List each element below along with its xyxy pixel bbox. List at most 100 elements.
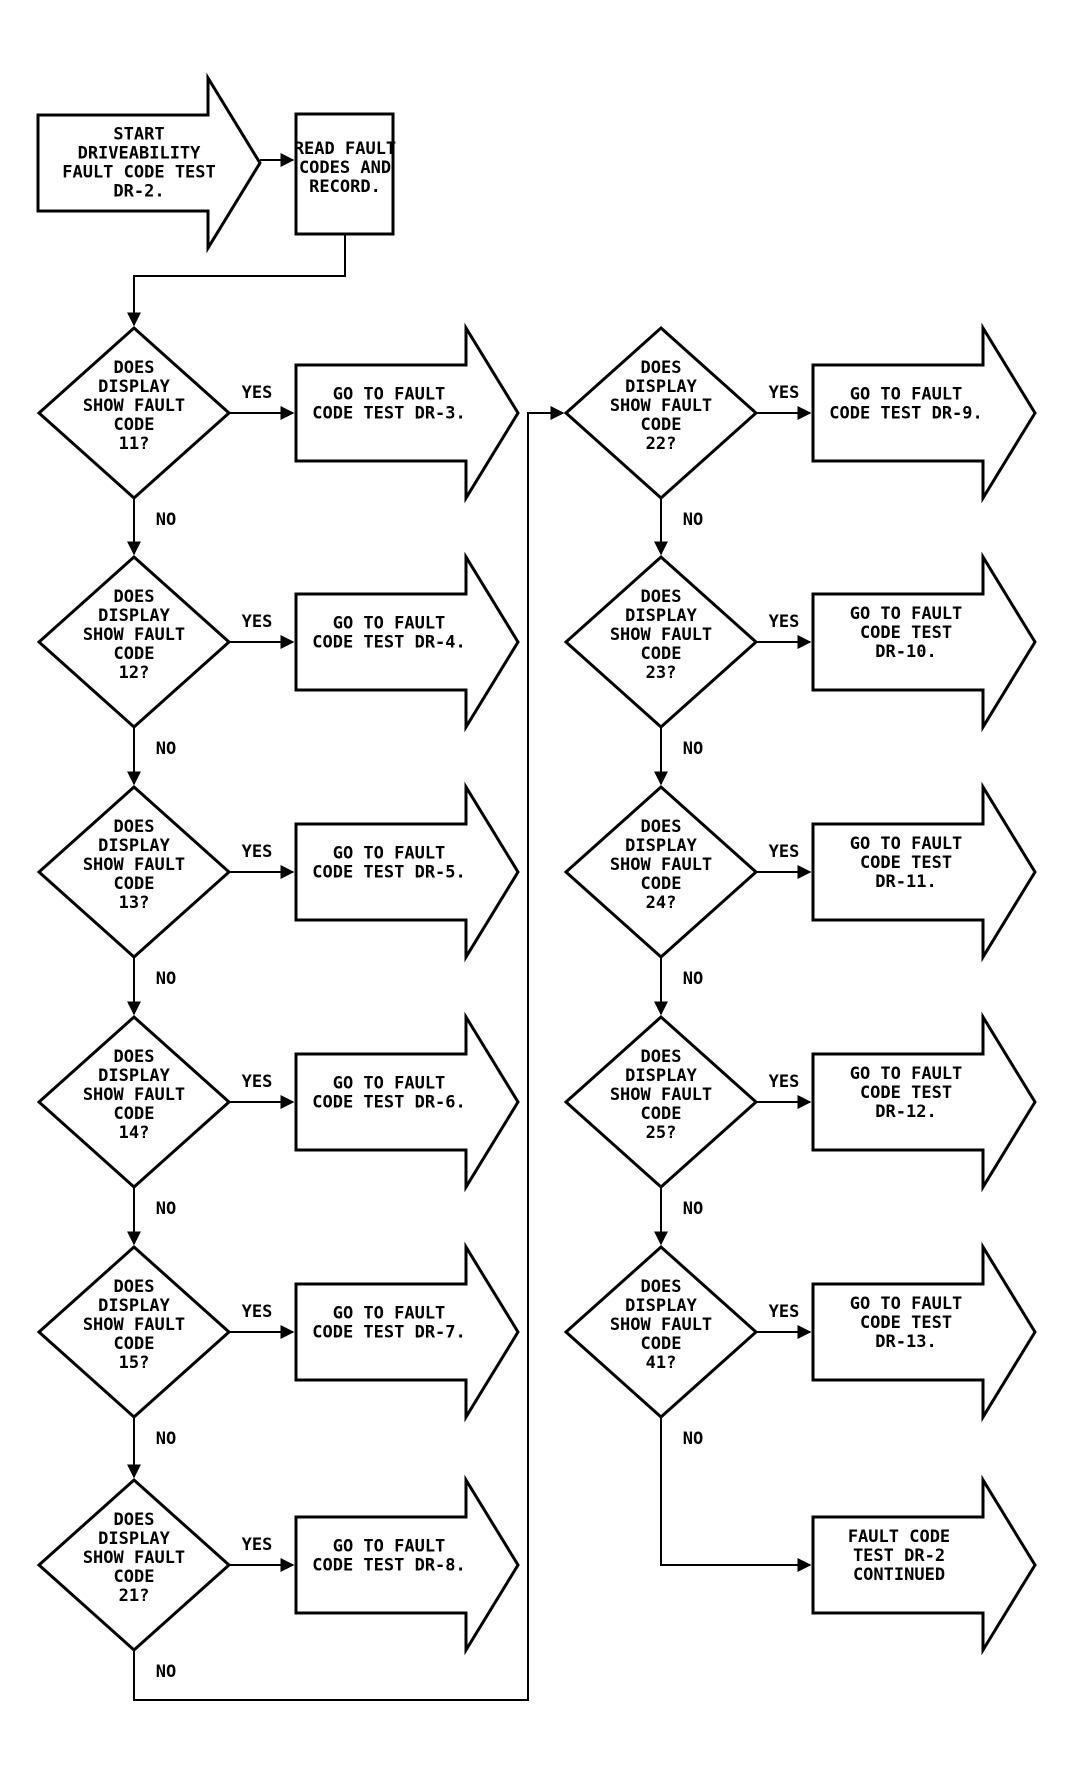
- left-4-decision-label-line-2: DISPLAY: [98, 1066, 170, 1086]
- left-6-decision-label-line-1: DOES: [114, 1510, 155, 1530]
- left-2-result-label-line-2: CODE TEST DR-4.: [312, 633, 466, 653]
- continued-label-line-3: CONTINUED: [853, 1565, 945, 1585]
- start-label-line-2: DRIVEABILITY: [78, 144, 202, 164]
- left-5-decision-label-line-4: CODE: [114, 1334, 155, 1354]
- left-1-decision-diamond: [36, 325, 232, 501]
- left-1-decision-label-line-3: SHOW FAULT: [83, 396, 185, 416]
- right-5-decision-diamond: [563, 1244, 759, 1420]
- left-6-decision-label-line-3: SHOW FAULT: [83, 1548, 185, 1568]
- right-1-decision-label-line-5: 22?: [646, 434, 677, 454]
- right-2-result-shape: [811, 551, 1037, 733]
- left-3-result-label-line-2: CODE TEST DR-5.: [312, 863, 466, 883]
- left-2-decision-label-line-3: SHOW FAULT: [83, 625, 185, 645]
- right-3-result-shape: [811, 781, 1037, 963]
- left-3-decision-label-line-4: CODE: [114, 874, 155, 894]
- right-3-result-label-line-1: GO TO FAULT: [850, 834, 963, 854]
- start-shape: [36, 72, 262, 254]
- left-5-decision-label-line-2: DISPLAY: [98, 1296, 170, 1316]
- read-to-first-decision-connector: [127, 234, 346, 327]
- left-6-decision-label-line-4: CODE: [114, 1567, 155, 1587]
- right-4-decision-diamond: [563, 1014, 759, 1190]
- left-1-decision-label-line-4: CODE: [114, 415, 155, 435]
- right-4-decision-label-line-4: CODE: [641, 1104, 682, 1124]
- left-5-decision-label-line-3: SHOW FAULT: [83, 1315, 185, 1335]
- left-4-decision-diamond: [36, 1014, 232, 1190]
- right-4-result-label-line-1: GO TO FAULT: [850, 1064, 963, 1084]
- right-4-decision-label-line-2: DISPLAY: [625, 1066, 697, 1086]
- right-5-result-shape: [811, 1241, 1037, 1423]
- right-4-decision-label-line-5: 25?: [646, 1123, 677, 1143]
- left-3-decision-label-line-2: DISPLAY: [98, 836, 170, 856]
- left-4-yes-label: YES: [242, 1072, 273, 1092]
- left-6-decision-label-line-2: DISPLAY: [98, 1529, 170, 1549]
- left-2-decision-label-line-1: DOES: [114, 587, 155, 607]
- right-2-decision-diamond: [563, 554, 759, 730]
- left-6-result-label-line-2: CODE TEST DR-8.: [312, 1556, 466, 1576]
- read-label-line-1: READ FAULT: [294, 139, 396, 159]
- start-label-line-3: FAULT CODE TEST: [62, 163, 216, 183]
- right-4-decision-label-line-3: SHOW FAULT: [610, 1085, 712, 1105]
- left-5-yes-label: YES: [242, 1302, 273, 1322]
- right-2-decision-label-line-5: 23?: [646, 663, 677, 683]
- left-3-decision-diamond: [36, 784, 232, 960]
- left-2-no-label: NO: [156, 739, 176, 759]
- connectors: [127, 153, 812, 1701]
- left-4-result-label-line-2: CODE TEST DR-6.: [312, 1093, 466, 1113]
- right-4-result-shape: [811, 1011, 1037, 1193]
- right-5-decision-label-line-3: SHOW FAULT: [610, 1315, 712, 1335]
- right-1-result-label-line-2: CODE TEST DR-9.: [829, 404, 983, 424]
- left-6-yes-label: YES: [242, 1535, 273, 1555]
- left-4-decision-label-line-1: DOES: [114, 1047, 155, 1067]
- left-1-decision-label-line-2: DISPLAY: [98, 377, 170, 397]
- left-5-result-label-line-2: CODE TEST DR-7.: [312, 1323, 466, 1343]
- left-1-result-label-line-1: GO TO FAULT: [333, 385, 446, 405]
- continued-label-line-2: TEST DR-2: [853, 1546, 945, 1566]
- start-label-line-4: DR-2.: [113, 182, 164, 202]
- right-1-result-shape: [811, 322, 1037, 504]
- right-1-result-label-line-1: GO TO FAULT: [850, 385, 963, 405]
- right-2-no-label: NO: [683, 739, 703, 759]
- right-3-decision-label-line-5: 24?: [646, 893, 677, 913]
- right-5-result-label-line-3: DR-13.: [875, 1332, 936, 1352]
- left-1-result-label-line-2: CODE TEST DR-3.: [312, 404, 466, 424]
- left-5-result-shape: [294, 1241, 520, 1423]
- read-label-line-3: RECORD.: [309, 177, 381, 197]
- right-5-result-label-line-2: CODE TEST: [860, 1313, 952, 1333]
- right-3-decision-label-line-4: CODE: [641, 874, 682, 894]
- right-2-decision-label-line-1: DOES: [641, 587, 682, 607]
- continued-label-line-1: FAULT CODE: [848, 1527, 950, 1547]
- left-2-decision-diamond: [36, 554, 232, 730]
- right-3-no-label: NO: [683, 969, 703, 989]
- right-3-decision-label-line-2: DISPLAY: [625, 836, 697, 856]
- left-6-no-label: NO: [156, 1662, 176, 1682]
- left-3-decision-label-line-3: SHOW FAULT: [83, 855, 185, 875]
- left-to-right-column-connector: [133, 406, 565, 1701]
- left-4-no-label: NO: [156, 1199, 176, 1219]
- right-2-yes-label: YES: [769, 612, 800, 632]
- right-4-no-label: NO: [683, 1199, 703, 1219]
- left-4-result-shape: [294, 1011, 520, 1193]
- left-4-decision-label-line-4: CODE: [114, 1104, 155, 1124]
- right-5-decision-label-line-5: 41?: [646, 1353, 677, 1373]
- left-1-result-shape: [294, 322, 520, 504]
- right-1-decision-label-line-3: SHOW FAULT: [610, 396, 712, 416]
- shapes: [36, 72, 1037, 1656]
- left-2-decision-label-line-4: CODE: [114, 644, 155, 664]
- left-3-result-label-line-1: GO TO FAULT: [333, 844, 446, 864]
- left-4-decision-label-line-3: SHOW FAULT: [83, 1085, 185, 1105]
- read-fault-codes-box: [294, 112, 395, 236]
- left-6-decision-diamond: [36, 1477, 232, 1653]
- left-1-decision-label-line-1: DOES: [114, 358, 155, 378]
- right-3-decision-label-line-1: DOES: [641, 817, 682, 837]
- left-2-result-label-line-1: GO TO FAULT: [333, 614, 446, 634]
- left-2-result-shape: [294, 551, 520, 733]
- left-3-decision-label-line-5: 13?: [119, 893, 150, 913]
- right-1-no-label: NO: [683, 510, 703, 530]
- right-3-decision-label-line-3: SHOW FAULT: [610, 855, 712, 875]
- left-4-result-label-line-1: GO TO FAULT: [333, 1074, 446, 1094]
- right-4-result-label-line-3: DR-12.: [875, 1102, 936, 1122]
- left-1-decision-label-line-5: 11?: [119, 434, 150, 454]
- right-1-decision-diamond: [563, 325, 759, 501]
- left-1-yes-label: YES: [242, 383, 273, 403]
